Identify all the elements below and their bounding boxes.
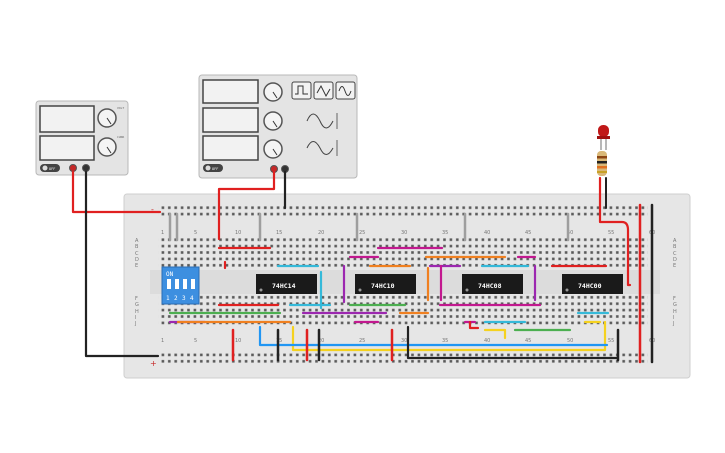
triangle-wave-icon[interactable] <box>313 81 334 100</box>
dip-pos-1: 1 <box>166 295 170 302</box>
wire-blue-long[interactable] <box>258 325 609 347</box>
wire-yellow-short[interactable] <box>483 328 507 340</box>
row-label-left: E <box>135 263 138 269</box>
dip-pos-3: 3 <box>182 295 186 302</box>
row-label-right: G <box>673 302 677 308</box>
column-label-top: 5 <box>194 230 197 236</box>
chip-label: 74HC00 <box>578 282 602 290</box>
bottom-power-rail[interactable] <box>158 352 648 365</box>
dip-toggle-4[interactable] <box>191 279 195 289</box>
row-label-right: F <box>673 296 676 302</box>
wire-led-red[interactable] <box>598 176 632 287</box>
chip-74hc10[interactable]: 74HC10 <box>355 274 416 294</box>
volt-knob-label: VOLT <box>117 106 124 110</box>
resistor[interactable] <box>597 151 607 176</box>
wire-black-long[interactable] <box>406 325 619 360</box>
dip-toggle-3[interactable] <box>183 279 187 289</box>
wire-supply-negative[interactable] <box>84 170 160 358</box>
generator-display-1 <box>202 79 259 104</box>
column-label-top: 35 <box>442 230 448 236</box>
row-label-right: D <box>673 257 677 263</box>
dip-toggle-1[interactable] <box>167 279 171 289</box>
generator-switch-label: OFF <box>212 167 218 171</box>
row-label-left: B <box>135 244 139 250</box>
dip-pos-4: 4 <box>190 295 194 302</box>
row-label-left: H <box>135 309 139 315</box>
column-label-top: 25 <box>359 230 365 236</box>
column-label-bottom: 45 <box>525 338 531 344</box>
chip-label: 74HC14 <box>272 282 296 290</box>
positive-terminal[interactable] <box>69 164 77 172</box>
dip-switch[interactable]: ON 1 2 3 4 <box>161 266 200 305</box>
bottom-rail-plus: + <box>150 359 157 368</box>
row-label-right: I <box>673 315 674 321</box>
sine-wave-icon[interactable] <box>335 81 356 100</box>
chip-74hc00[interactable]: 74HC00 <box>562 274 623 294</box>
power-switch-label: OFF <box>49 167 55 171</box>
top-power-rail[interactable] <box>158 203 648 216</box>
column-label-bottom: 20 <box>318 338 324 344</box>
row-label-left: A <box>135 238 139 244</box>
wires[interactable] <box>71 170 654 364</box>
column-label-bottom: 30 <box>401 338 407 344</box>
row-label-right: A <box>673 238 677 244</box>
row-label-left: G <box>135 302 139 308</box>
row-label-right: C <box>673 251 677 257</box>
chip-label: 74HC08 <box>478 282 502 290</box>
dip-pos-2: 2 <box>174 295 178 302</box>
column-label-top: 10 <box>235 230 241 236</box>
column-label-bottom: 10 <box>235 338 241 344</box>
power-supply[interactable]: VOLT CURR OFF <box>35 100 129 176</box>
current-display <box>39 135 95 161</box>
column-label-top: 40 <box>484 230 490 236</box>
column-label-bottom: 1 <box>161 338 164 344</box>
wire-yellow-long[interactable] <box>291 320 607 352</box>
red-led[interactable] <box>597 125 610 150</box>
chip-label: 74HC10 <box>371 282 395 290</box>
upper-terminal-strip[interactable] <box>158 237 648 269</box>
column-label-bottom: 40 <box>484 338 490 344</box>
row-label-right: H <box>673 309 677 315</box>
offset-wave-icon <box>306 141 334 155</box>
column-label-top: 50 <box>567 230 573 236</box>
jumper-red-bottom-4[interactable] <box>468 320 480 330</box>
row-label-left: F <box>135 296 138 302</box>
column-label-top: 1 <box>161 230 164 236</box>
column-label-top: 55 <box>608 230 614 236</box>
row-label-right: J <box>672 321 674 327</box>
square-wave-icon[interactable] <box>291 81 312 100</box>
column-label-top: 20 <box>318 230 324 236</box>
wire-generator-positive[interactable] <box>217 170 276 241</box>
curr-knob-label: CURR <box>117 135 124 139</box>
column-label-top: 30 <box>401 230 407 236</box>
top-rail-plus: - <box>151 205 154 214</box>
row-label-left: J <box>134 321 136 327</box>
chip-74hc14[interactable]: 74HC14 <box>256 274 317 294</box>
wire-supply-positive[interactable] <box>71 170 162 214</box>
column-label-top: 45 <box>525 230 531 236</box>
column-label-bottom: 35 <box>442 338 448 344</box>
column-label-bottom: 50 <box>567 338 573 344</box>
row-label-right: E <box>673 263 676 269</box>
negative-terminal[interactable] <box>82 164 90 172</box>
row-label-left: D <box>135 257 139 263</box>
voltage-display <box>39 105 95 133</box>
column-label-bottom: 5 <box>194 338 197 344</box>
dip-on-label: ON <box>166 271 174 278</box>
generator-display-2 <box>202 107 259 133</box>
generator-display-3 <box>202 135 259 161</box>
column-label-top: 15 <box>276 230 282 236</box>
row-label-left: C <box>135 251 139 257</box>
dip-toggle-2[interactable] <box>175 279 179 289</box>
row-label-right: B <box>673 244 677 250</box>
row-label-left: I <box>135 315 136 321</box>
amplitude-wave-icon <box>306 113 334 129</box>
column-label-bottom: 55 <box>608 338 614 344</box>
function-generator[interactable]: OFF <box>198 74 358 179</box>
chip-74hc08[interactable]: 74HC08 <box>462 274 523 294</box>
column-label-bottom: 25 <box>359 338 365 344</box>
